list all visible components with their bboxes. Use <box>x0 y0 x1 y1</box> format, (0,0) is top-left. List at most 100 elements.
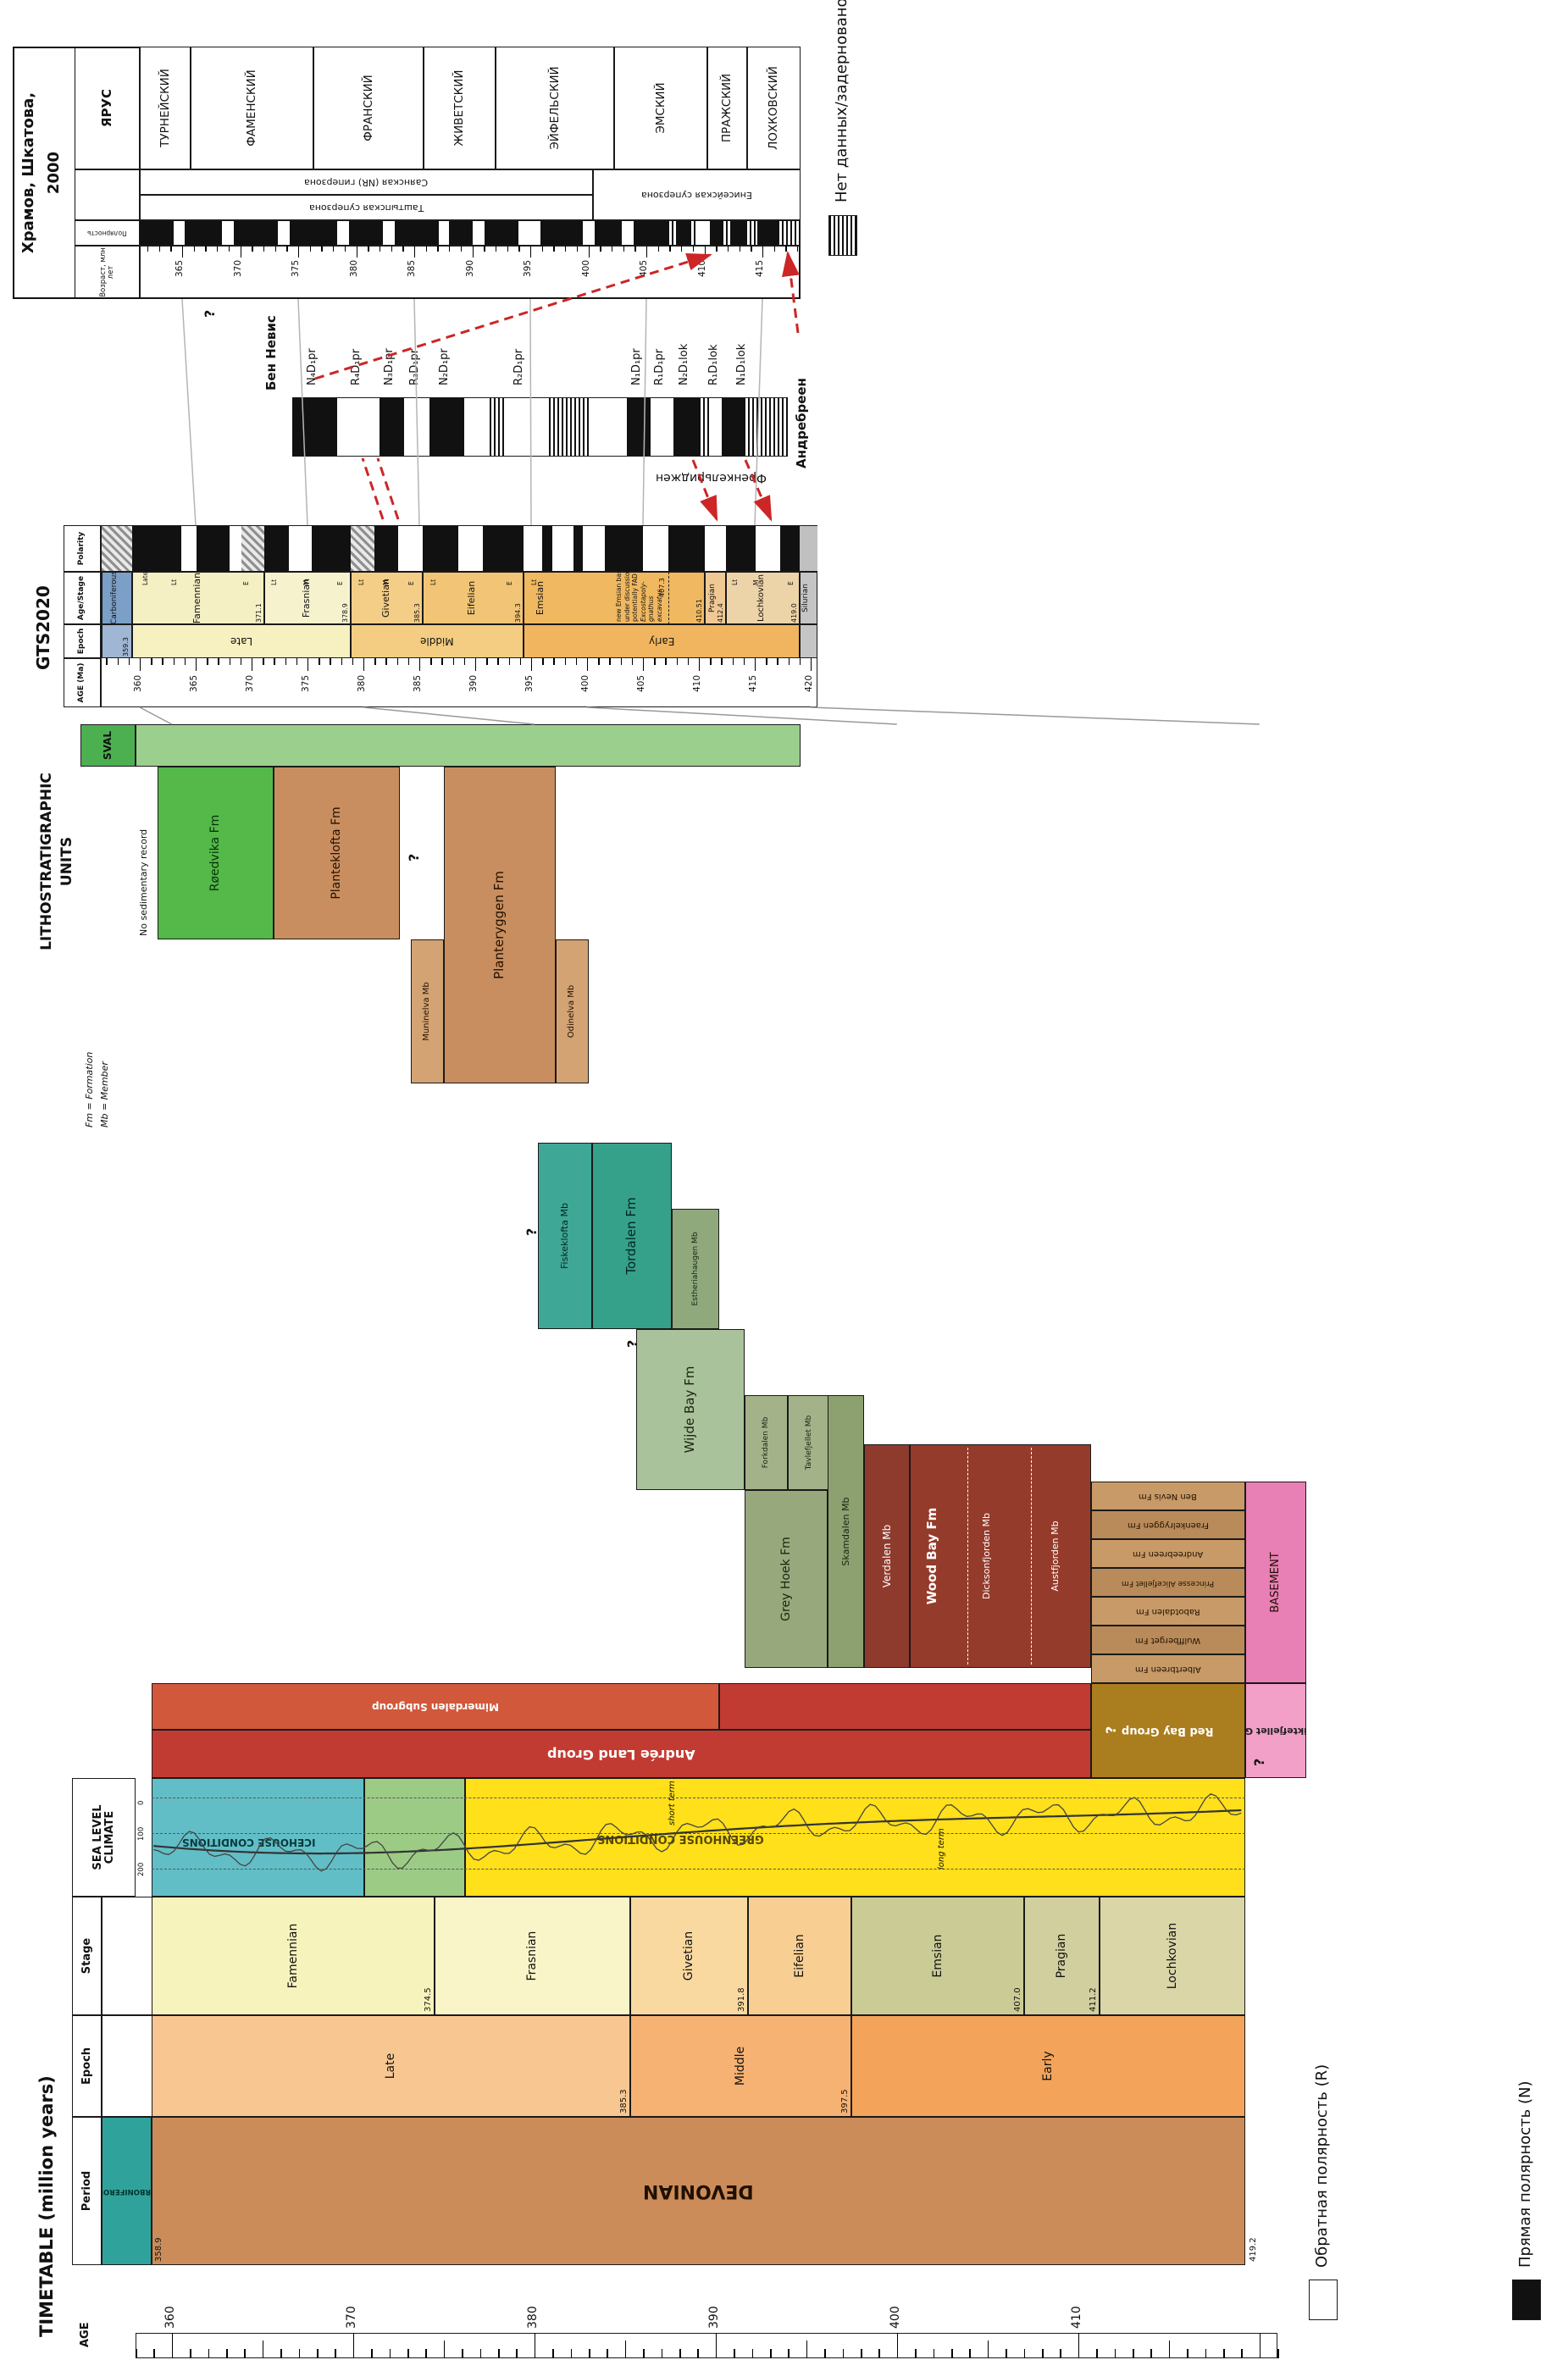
stage-lochkovian: Lochkovian <box>1100 1897 1245 2015</box>
khramov-polarity-segment <box>757 221 778 245</box>
age-tick <box>661 2349 663 2358</box>
group-band-1 <box>719 1683 1091 1730</box>
age-tick <box>1205 2349 1207 2358</box>
khramov-age-tick <box>634 246 636 252</box>
gts-polarity-segment <box>241 526 264 571</box>
gts-substage-marker: E <box>506 581 514 585</box>
composite-segment <box>507 398 549 456</box>
magnetozone-label: N₄D₁pr <box>306 348 319 385</box>
age-tick <box>153 2349 155 2358</box>
age-tick <box>552 2349 554 2358</box>
age-tick <box>896 2333 899 2358</box>
formation-17-label: Andreebreen Fm <box>1133 1549 1204 1559</box>
gts-boundary-label: 378.9 <box>341 603 350 623</box>
gts-polarity-header: Polarity <box>64 525 101 572</box>
khramov-age-tick <box>344 246 346 252</box>
gts-age-tick <box>766 658 767 665</box>
khramov-age-tick <box>773 246 776 252</box>
age-tick <box>534 2333 536 2358</box>
gts-age-tick <box>173 658 175 665</box>
gts-polarity-segment <box>780 526 800 571</box>
formation-7-label: Estheriahaugen Mb <box>690 1232 700 1306</box>
age-tick <box>1259 2333 1261 2358</box>
gts-substage-marker: Lt <box>429 579 438 585</box>
group-band-0: Andrée Land Group <box>152 1730 1091 1778</box>
khramov-age-tick <box>402 246 404 252</box>
khramov-superzone-yenisei: Енисейская суперзона <box>593 169 801 220</box>
gts-substage-marker: Lt <box>170 579 179 585</box>
age-tick <box>624 2341 627 2358</box>
period-devonian: DEVONIAN <box>152 2117 1245 2265</box>
group-band-3-label: Red Bay Group <box>1122 1724 1214 1737</box>
formation-20-label: Wulffberget Fm <box>1135 1636 1201 1646</box>
magnetozone-label: R₃D₁pr <box>408 348 421 385</box>
age-tick <box>244 2349 246 2358</box>
formation-21: Albertbreen Fm <box>1090 1654 1245 1683</box>
gts-boundary-label: 419.0 <box>790 603 798 623</box>
gts-age-number: 365 <box>189 675 199 693</box>
khramov-age-tick <box>785 246 787 252</box>
khramov-age-tick <box>716 246 718 252</box>
khramov-age-tick <box>762 246 764 258</box>
khramov-age-tick <box>170 246 172 252</box>
gts-polarity-segment <box>643 526 669 571</box>
gts-stage-name: Famennian <box>191 572 202 624</box>
formation-0-label: Røedvika Fm <box>208 814 222 892</box>
khramov-stage-ФАМЕНСКИЙ: ФАМЕНСКИЙ <box>191 47 313 169</box>
gts-emsian-note-line: Excostapoly- <box>639 581 647 622</box>
age-tick <box>951 2349 953 2358</box>
wood-bay-label: Wood Bay Fm <box>923 1507 939 1605</box>
gts-age-tick <box>196 658 197 671</box>
legend-reverse-swatch <box>1309 2280 1338 2320</box>
formation-10: Forkdalen Mb <box>745 1395 789 1490</box>
gts-age-tick <box>575 658 578 665</box>
composite-segment <box>404 398 429 456</box>
gts-substage-marker: Latest <box>141 565 149 585</box>
gts-epoch-1-label: Late <box>230 635 253 648</box>
gts-age-tick <box>128 658 130 665</box>
khramov-age-number: 390 <box>464 260 475 278</box>
formation-22: BASEMENT <box>1244 1482 1307 1683</box>
khramov-stage-ЖИВЕТСКИЙ: ЖИВЕТСКИЙ <box>424 47 496 169</box>
epoch-late-label: Late <box>384 2052 398 2080</box>
question-mark: ? <box>624 1339 640 1348</box>
stage-boundary-label: 407.0 <box>1012 1987 1022 2012</box>
khramov-polarity-segment <box>140 221 174 245</box>
khramov-age-tick <box>507 246 508 252</box>
age-tick <box>516 2349 518 2358</box>
composite-segment <box>337 398 380 456</box>
khramov-polarity-segment <box>439 221 449 245</box>
khramov-age-tick <box>425 246 428 252</box>
timetable-age-header: AGE <box>79 2322 91 2347</box>
gts-age-tick <box>184 658 186 665</box>
gts-age-tick <box>710 658 712 665</box>
age-tick <box>842 2349 845 2358</box>
gts-age-number: 360 <box>133 675 143 693</box>
gts-age-number: 420 <box>804 675 814 693</box>
khramov-age-tick <box>193 246 196 252</box>
boundary-419-2: 419.2 <box>1248 2237 1258 2262</box>
age-tick <box>697 2349 699 2358</box>
formation-11: Tavlefjellet Mb <box>788 1395 832 1490</box>
tt-age-number: 380 <box>525 2306 540 2329</box>
age-tick <box>190 2349 191 2358</box>
khramov-stage-ТУРНЕЙСКИЙ: ТУРНЕЙСКИЙ <box>140 47 191 169</box>
gts-polarity-segment <box>180 526 197 571</box>
gts-epoch-3: Early <box>523 624 800 658</box>
khramov-polarity-segment <box>185 221 222 245</box>
gts-substage-marker: M <box>302 579 310 585</box>
group-band-0-label: Andrée Land Group <box>547 1746 695 1763</box>
khramov-stage-ЭЙФЕЛЬСКИЙ-label: ЭЙФЕЛЬСКИЙ <box>547 66 562 150</box>
stage-frasnian: Frasnian <box>435 1897 631 2015</box>
age-tick <box>171 2333 174 2358</box>
gts-age-tick <box>486 658 488 665</box>
khramov-polarity-segment <box>698 221 710 245</box>
khramov-age-number: 405 <box>639 260 649 278</box>
khramov-age-tick <box>391 246 392 252</box>
formation-13: Verdalen Mb <box>864 1444 910 1668</box>
gts-age-tick <box>396 658 398 665</box>
age-tick <box>352 2333 355 2358</box>
gts-boundary-label: 394.3 <box>513 603 522 623</box>
formation-17: Andreebreen Fm <box>1090 1539 1245 1568</box>
khramov-polarity-segment <box>473 221 485 245</box>
